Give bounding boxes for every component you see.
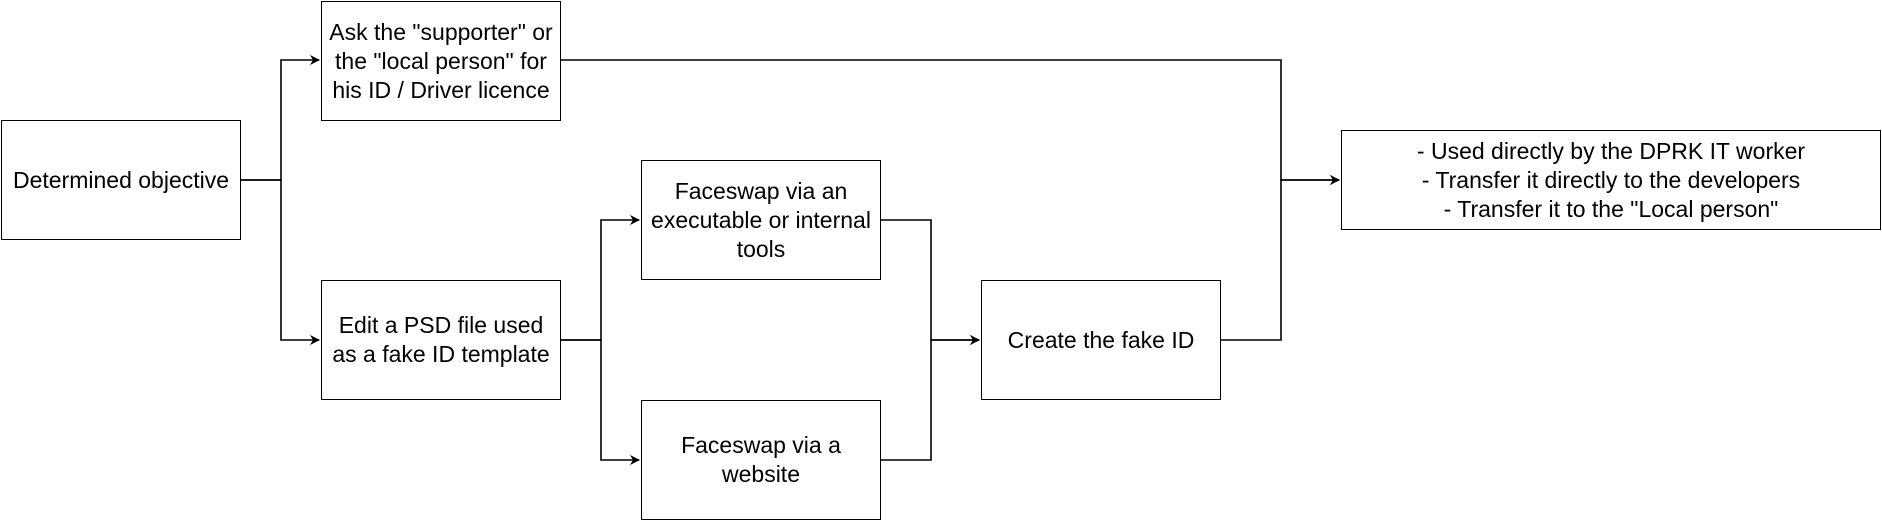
node-faceswap-executable[interactable]: Faceswap via an executable or internal t… bbox=[641, 160, 881, 280]
edge-create-fake-id-to-usage bbox=[1221, 175, 1340, 341]
node-label-line: Faceswap via a bbox=[681, 432, 841, 458]
edge-objective-to-ask-supporter bbox=[241, 55, 320, 181]
edge-faceswap-web-to-create-fake-id bbox=[881, 335, 980, 461]
node-edit-psd[interactable]: Edit a PSD file used as a fake ID templa… bbox=[321, 280, 561, 400]
node-label-line: as a fake ID template bbox=[332, 341, 550, 367]
edge-objective-to-edit-psd bbox=[241, 179, 320, 345]
node-label-line: website bbox=[722, 461, 800, 487]
node-ask-supporter[interactable]: Ask the "supporter" or the "local person… bbox=[321, 1, 561, 121]
node-usage-outcomes[interactable]: - Used directly by the DPRK IT worker - … bbox=[1341, 130, 1881, 230]
node-label-line: executable or internal bbox=[651, 206, 871, 233]
node-label-line: Ask the "supporter" or bbox=[329, 18, 553, 45]
node-label-line: - Transfer it to the "Local person" bbox=[1443, 195, 1779, 222]
node-label-line: the "local person" for bbox=[335, 47, 547, 74]
edge-edit-psd-to-faceswap-web bbox=[561, 339, 640, 465]
node-faceswap-website[interactable]: Faceswap via a website bbox=[641, 400, 881, 520]
node-label-line: Edit a PSD file used bbox=[338, 312, 544, 338]
node-label-line: - Used directly by the DPRK IT worker bbox=[1416, 137, 1806, 164]
node-label-line: Determined objective bbox=[12, 166, 230, 193]
node-label-line: - Transfer it directly to the developers bbox=[1421, 166, 1801, 193]
edge-faceswap-exe-to-create-fake-id bbox=[881, 219, 980, 345]
node-determined-objective[interactable]: Determined objective bbox=[1, 120, 241, 240]
node-create-fake-id[interactable]: Create the fake ID bbox=[981, 280, 1221, 400]
node-label-line: Faceswap via an bbox=[674, 177, 848, 204]
node-label-line: Create the fake ID bbox=[1007, 326, 1195, 353]
edge-edit-psd-to-faceswap-exe bbox=[561, 215, 640, 341]
node-label-line: his ID / Driver licence bbox=[332, 76, 550, 103]
node-label-line: tools bbox=[736, 235, 786, 262]
